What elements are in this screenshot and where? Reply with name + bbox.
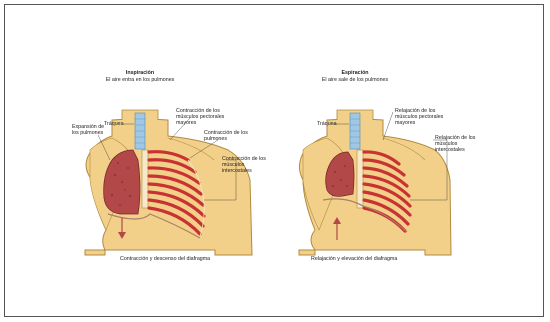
label-pectoral-contraction: Contracción de los músculos pectorales m…: [176, 108, 234, 126]
inspiration-panel: Inspiración El aire entra en los pulmone…: [0, 0, 275, 322]
label-diaphragm-relaxation: Relajación y elevación del diafragma: [311, 256, 441, 262]
label-trachea: Tráquea: [104, 121, 126, 127]
expiration-subtitle: El aire sale de los pulmones: [315, 77, 395, 83]
label-intercostal-contraction: Contracción de los músculos intercostale…: [222, 156, 267, 174]
expiration-torso-illustration: [275, 0, 550, 322]
label-lung-contraction: Contracción de los pulmones: [204, 130, 248, 142]
label-diaphragm-contraction: Contracción y descenso del diafragma: [120, 256, 250, 262]
label-intercostal-relaxation: Relajación de los músculos intercostales: [435, 135, 483, 153]
inspiration-subtitle: El aire entra en los pulmones: [100, 77, 180, 83]
expiration-panel: Espiración El aire sale de los pulmones …: [275, 0, 550, 322]
label-pectoral-relaxation: Relajación de los músculos pectorales ma…: [395, 108, 457, 126]
expiration-title: Espiración: [320, 70, 390, 76]
label-trachea: Tráquea: [317, 121, 339, 127]
inspiration-title: Inspiración: [105, 70, 175, 76]
